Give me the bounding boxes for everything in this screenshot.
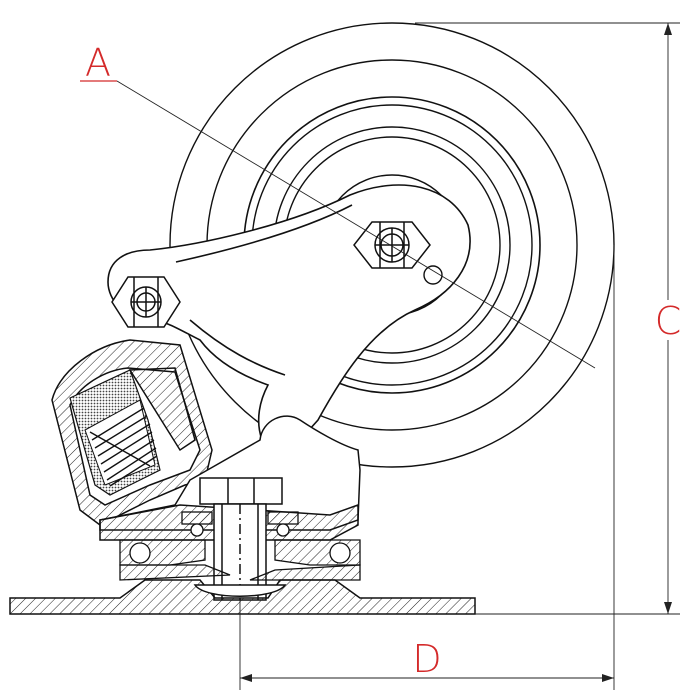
label-d: D [412,637,441,681]
lower-bearing [119,539,361,581]
bearing-ball [329,542,351,564]
pivot-nut [111,276,181,328]
grease-hole [423,265,443,285]
label-a: A [85,41,111,85]
spring-coils [89,407,158,487]
kingpin-nut [199,477,283,505]
upper-bearing [181,511,299,537]
axle-nut [353,221,431,269]
label-c: C [655,299,682,343]
dimension-arrows [240,23,672,682]
spring-housing [51,339,213,526]
bearing-ball [129,542,151,564]
